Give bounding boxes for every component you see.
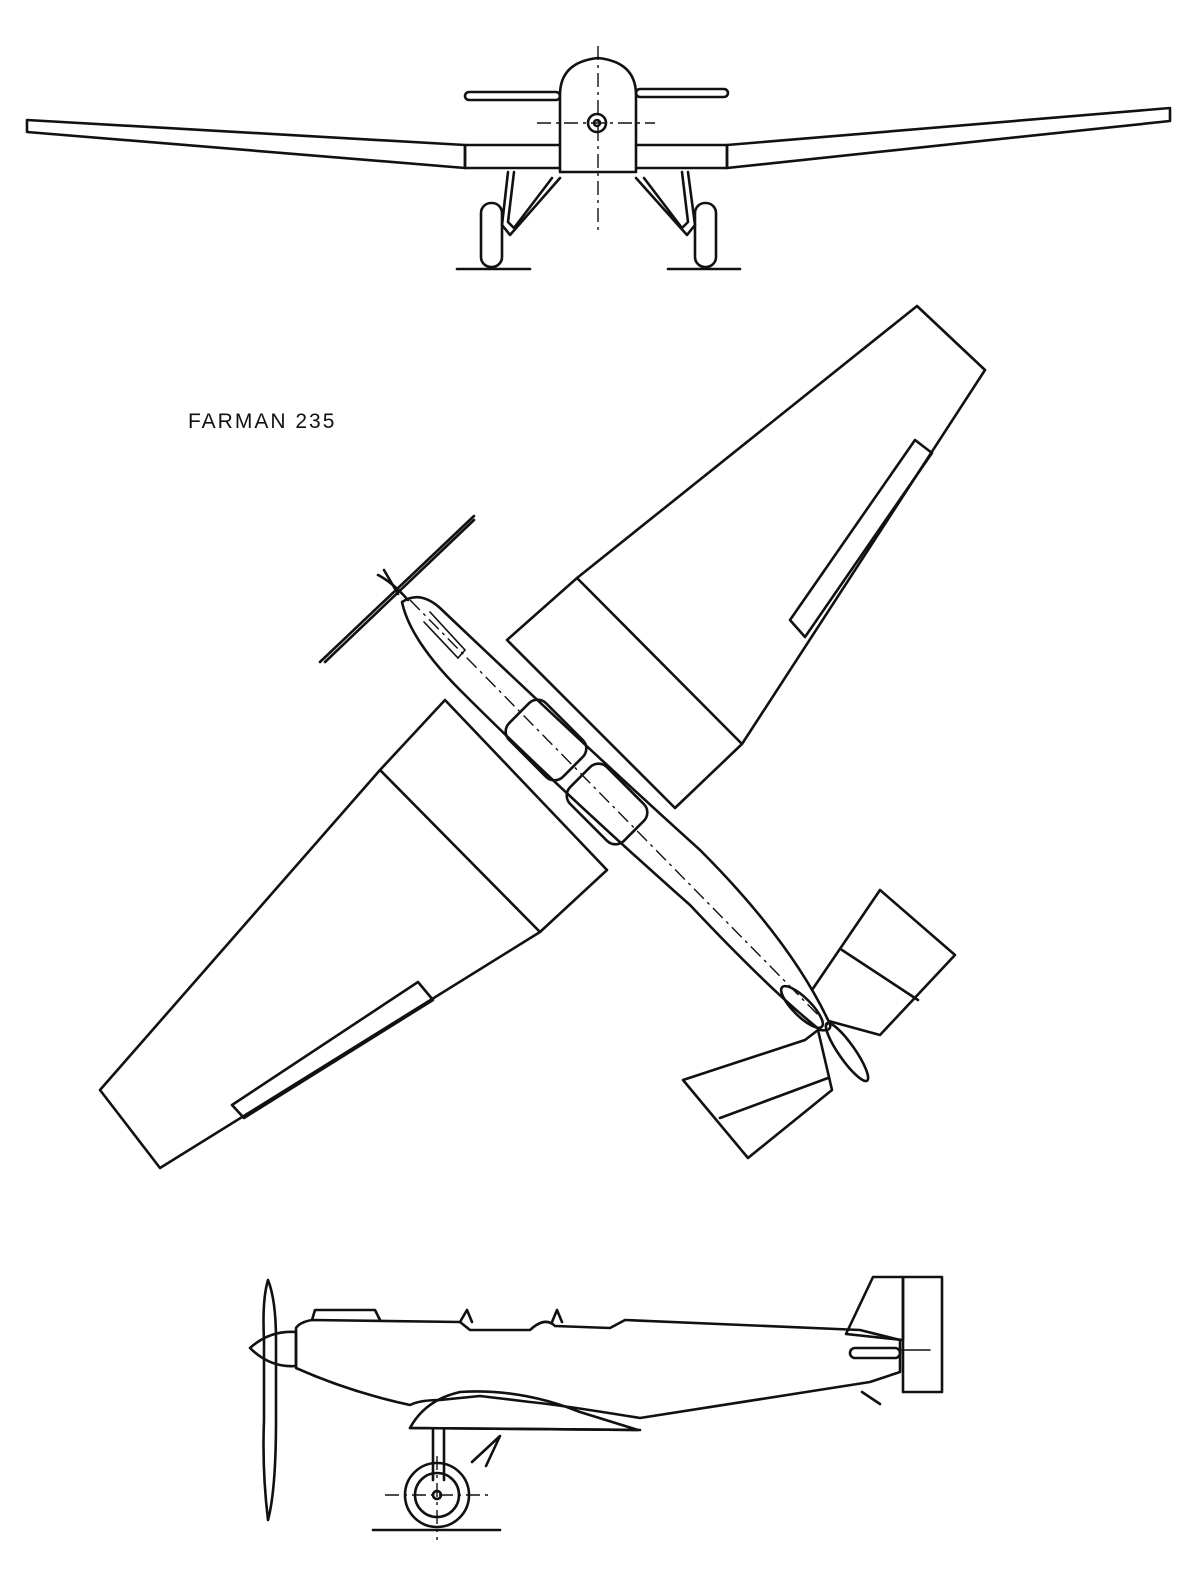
- front-view: [25, 46, 1172, 271]
- front-gear-right-strut: [634, 170, 697, 237]
- plan-tailplane-lower: [681, 1028, 834, 1160]
- front-wheel-right: [693, 201, 718, 269]
- plan-lower-aileron: [230, 980, 435, 1120]
- side-spinner: [248, 1330, 298, 1368]
- side-wing: [408, 1390, 640, 1432]
- aircraft-title: FARMAN 235: [188, 410, 337, 433]
- front-prop-hub: [586, 112, 608, 134]
- front-right-wing: [725, 106, 1172, 170]
- plan-rear-cockpit: [565, 762, 649, 846]
- side-fuselage: [294, 1318, 902, 1420]
- front-tailplane-left: [463, 90, 562, 102]
- front-wheel-left: [479, 201, 504, 269]
- front-left-wing: [25, 118, 467, 170]
- side-view: [248, 1275, 944, 1540]
- side-propeller: [262, 1278, 278, 1522]
- plan-front-cockpit: [504, 698, 588, 782]
- plan-tailplane-upper: [810, 888, 957, 1037]
- plan-lower-wing: [98, 698, 609, 1170]
- front-gear-left-strut: [500, 170, 562, 237]
- plan-fuselage: [400, 595, 832, 1032]
- plan-rudder: [824, 1021, 870, 1083]
- plan-upper-wing: [505, 304, 987, 810]
- side-rudder: [901, 1275, 944, 1394]
- plan-view: [98, 304, 987, 1170]
- front-tailplane-right: [634, 87, 730, 99]
- plan-upper-aileron: [788, 438, 934, 639]
